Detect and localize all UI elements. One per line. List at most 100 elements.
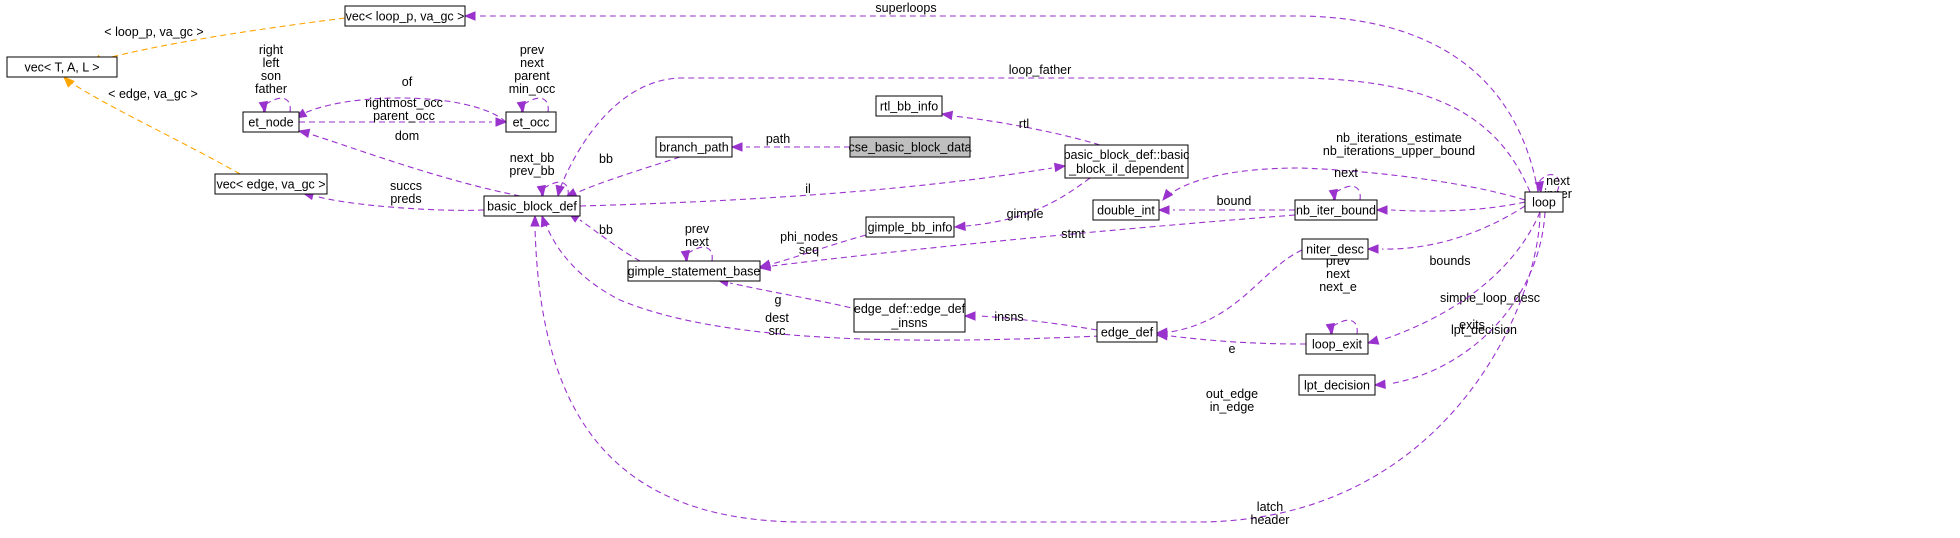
edge-line [69,81,241,175]
edge-line [1170,335,1307,345]
node-box[interactable] [1298,374,1376,396]
node-box[interactable] [1524,191,1564,213]
edge-line [1381,205,1526,250]
edge-arrowhead [1366,244,1379,254]
vec-edge-node[interactable]: vec< edge, va_gc > [214,173,328,195]
loop-node[interactable]: loop [1524,191,1564,213]
edge-arrowhead [730,142,743,152]
basic-block-def-node[interactable]: basic_block_def [483,195,581,217]
edge-line [262,97,291,113]
edge-label: bb [599,223,613,237]
edge-label: bounds [1429,254,1470,268]
node-box[interactable] [1294,199,1378,221]
node-box[interactable] [1305,333,1369,355]
branch-path-node[interactable]: branch_path [655,136,733,158]
node-box[interactable] [214,173,328,195]
edge-label: prev [520,43,545,57]
edge-arrowhead [63,76,75,88]
edge-nb-iter-bound-to-nb-iter-bound: next [1328,166,1361,202]
node-box[interactable] [505,111,557,133]
edge-line [480,15,1539,193]
lpt-decision-node[interactable]: lpt_decision [1298,374,1376,396]
edge-label: next_bb [510,151,555,165]
node-box[interactable] [1092,199,1160,221]
node-label: nb_iter_bound [1296,204,1376,218]
edge-line [1390,201,1526,212]
node-label: et_node [248,116,293,130]
edge-line [99,17,346,61]
vec-t-a-l-node[interactable]: vec< T, A, L > [6,56,118,78]
edge-def-insns-node[interactable]: edge_def::edge_def_insns [853,298,966,333]
node-box[interactable] [655,136,733,158]
node-box[interactable] [1064,144,1189,179]
edge-vec-loop-p-to-vec-t-a-l: < loop_p, va_gc > [90,17,346,65]
edge-label: il [805,182,811,196]
rtl-bb-info-node[interactable]: rtl_bb_info [875,95,943,117]
node-box[interactable] [865,216,955,238]
niter-desc-node[interactable]: niter_desc [1301,238,1369,260]
edge-label: rightmost_occ [365,96,443,110]
edge-label: prev_bb [509,164,554,178]
node-box[interactable] [849,136,971,158]
edge-label: next [685,235,709,249]
node-box[interactable] [1096,321,1158,343]
node-label: lpt_decision [1304,379,1370,393]
edge-arrowhead [1534,180,1544,194]
et-node-node[interactable]: et_node [242,111,300,133]
gimple-bb-info-node[interactable]: gimple_bb_info [865,216,955,238]
edge-line [298,97,507,123]
edge-label: exits [1459,318,1485,332]
vec-loop-p-node[interactable]: vec< loop_p, va_gc > [344,5,466,27]
edge-label: next [1326,267,1350,281]
edge-line [540,181,569,197]
edge-arrowhead [463,11,476,21]
edge-label: superloops [875,1,936,15]
edge-arrowhead [536,184,546,198]
double-int-node[interactable]: double_int [1092,199,1160,221]
node-box[interactable] [1301,238,1369,260]
edge-arrowhead [758,261,772,272]
edge-arrowhead [680,249,690,263]
node-box[interactable] [627,260,761,282]
edge-bb-il-dependent-to-rtl-bb-info: rtl [940,110,1101,146]
edge-line [544,221,1101,341]
node-label: loop_exit [1312,338,1363,352]
edge-line [684,246,713,262]
gimple-statement-base-node[interactable]: gimple_statement_base [627,260,761,282]
et-occ-node[interactable]: et_occ [505,111,557,133]
edge-arrowhead [258,100,268,114]
edge-gimple-statement-base-to-basic-block-def: bb [567,212,641,262]
basic-block-il-dependent-node[interactable]: basic_block_def::basic_block_il_dependen… [1064,144,1190,179]
edge-label: < edge, va_gc > [108,87,198,101]
node-label: gimple_statement_base [628,265,761,279]
edge-label: dom [395,129,419,143]
node-box[interactable] [483,195,581,217]
node-box[interactable] [853,298,966,333]
edge-label: gimple [1007,207,1044,221]
node-box[interactable] [875,95,943,117]
edge-line [1388,211,1546,385]
edge-def-node[interactable]: edge_def [1096,321,1158,343]
edge-edge-def-insns-to-gimple-statement-base: g [716,277,861,311]
edge-line [771,234,867,265]
node-label: cse_basic_block_data [849,141,972,155]
edge-label: right [259,43,284,57]
edge-arrowhead [1328,188,1338,202]
nb-iter-bound-node[interactable]: nb_iter_bound [1294,199,1378,221]
edge-line [771,214,1296,267]
node-box[interactable] [344,5,466,27]
node-box[interactable] [242,111,300,133]
edge-label: son [261,69,281,83]
edge-arrowhead [940,110,954,121]
node-box[interactable] [6,56,118,78]
loop-exit-node[interactable]: loop_exit [1305,333,1369,355]
node-label: loop [1532,196,1556,210]
edge-label: g [775,293,782,307]
cse-basic-block-data-node[interactable]: cse_basic_block_data [849,136,972,158]
edge-label: < loop_p, va_gc > [104,25,203,39]
